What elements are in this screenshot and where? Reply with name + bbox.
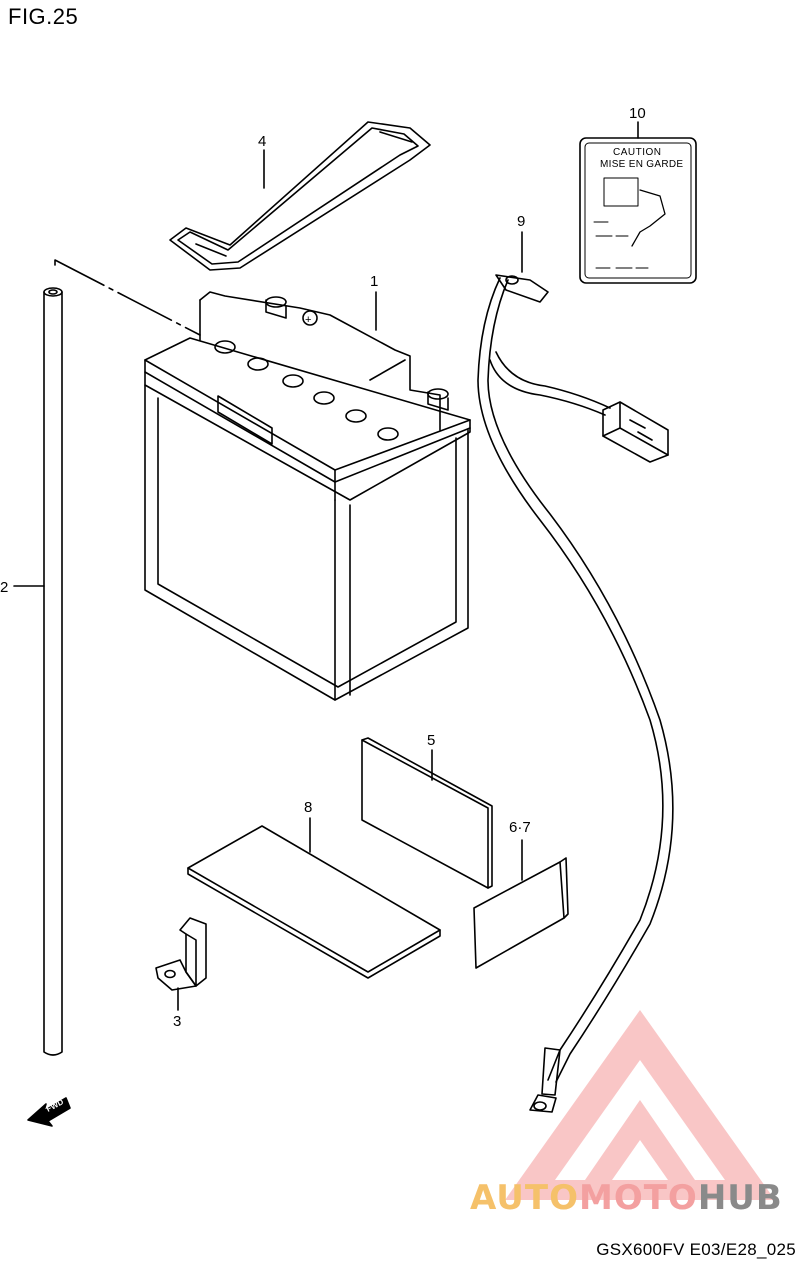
watermark-text: AUTOMOTOHUB (470, 1178, 783, 1218)
callout-2: 2 (0, 579, 8, 596)
watermark-part3: HUB (697, 1178, 783, 1218)
battery-terminal-positive (265, 296, 287, 319)
routing-line (54, 259, 201, 336)
battery-terminal-negative (427, 388, 449, 411)
part-8-mat (187, 825, 441, 979)
fwd-arrow-icon (27, 1097, 71, 1127)
figure-code: GSX600FV E03/E28_025 (596, 1240, 796, 1259)
polarity-mark (302, 310, 318, 326)
callout-6-7: 6·7 (509, 819, 531, 836)
callout-5: 5 (427, 732, 435, 749)
part-3-bracket (155, 917, 207, 991)
part-1-battery (144, 291, 471, 701)
vent-caps (214, 340, 399, 441)
callout-10: 10 (629, 105, 646, 122)
part-9-cable (477, 274, 674, 1113)
figure-title: FIG.25 (8, 4, 79, 29)
watermark-logo (505, 1010, 775, 1200)
part-2-tube (43, 287, 63, 1056)
callout-8: 8 (304, 799, 312, 816)
callout-4: 4 (258, 133, 266, 150)
part-6-7-pad (473, 857, 569, 969)
caution-line2: MISE EN GARDE (600, 159, 683, 170)
caution-line1: CAUTION (613, 147, 662, 158)
callout-3: 3 (173, 1013, 181, 1030)
part-5-pad (361, 737, 493, 889)
watermark-part1: AUTO (470, 1178, 579, 1218)
terminal-plus-label: + (305, 314, 311, 326)
callout-1: 1 (370, 273, 378, 290)
callout-9: 9 (517, 213, 525, 230)
part-4-strap (169, 121, 431, 271)
watermark-part2: MOTO (578, 1178, 698, 1218)
